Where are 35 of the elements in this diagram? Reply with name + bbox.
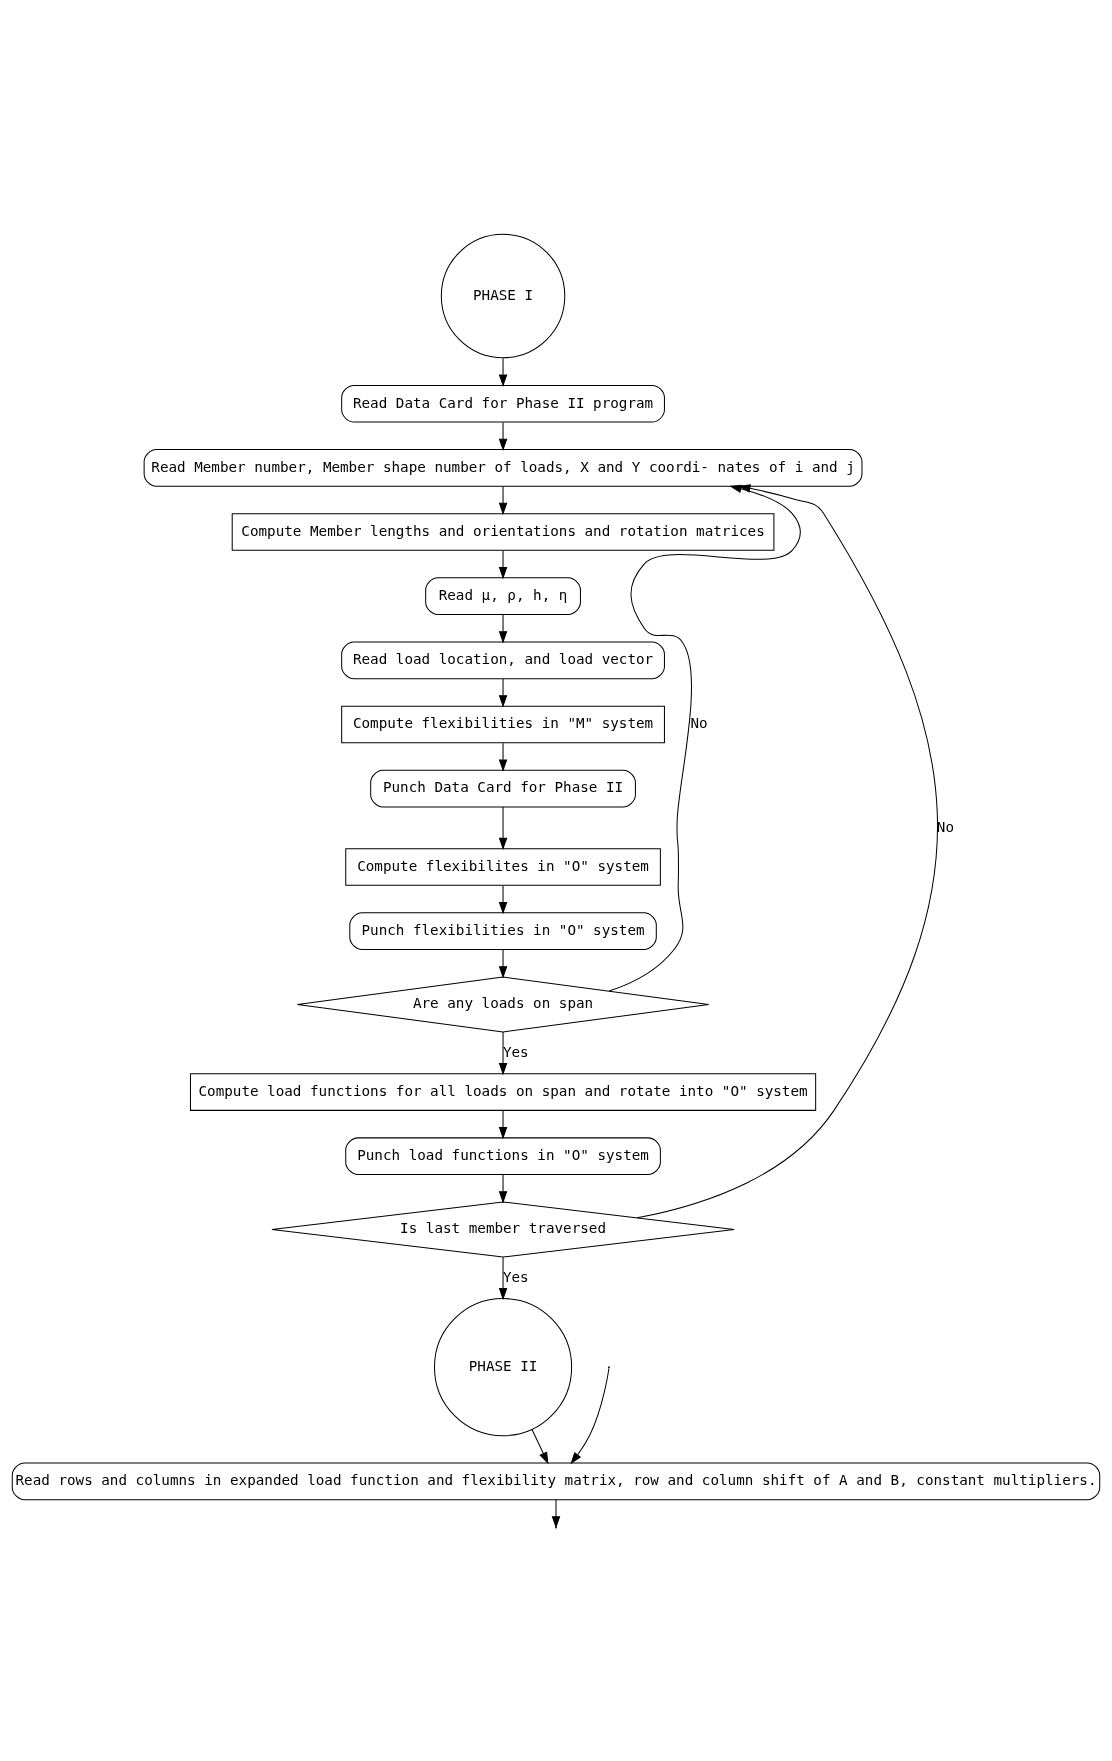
arrow: [498, 357, 508, 387]
node-box: Read μ, ρ, h, η: [425, 576, 581, 615]
node-box: Compute flexibilites in "O" system: [345, 847, 661, 886]
arrow: [498, 1031, 508, 1075]
arrow: [498, 805, 508, 850]
node-box: Compute flexibilities in "M" system: [341, 705, 665, 743]
node-box: Read Member number, Member shape number of loads, X and Y coordi- nates of i and j: [143, 448, 863, 487]
node-circle: PHASE II: [433, 1297, 573, 1436]
arrow: [498, 485, 508, 515]
node-box: Compute Member lengths and orientations and rotation matrices: [231, 512, 775, 551]
arrow: [608, 484, 801, 991]
arrow: [570, 1367, 610, 1464]
node-circle: PHASE I: [440, 233, 566, 358]
node-box: Punch Data Card for Phase II: [370, 769, 636, 807]
arrow: [498, 1109, 508, 1139]
arrow: [498, 884, 508, 914]
edge-label: No: [690, 714, 708, 731]
arrow: [498, 948, 508, 978]
node-box: Read load location, and load vector: [341, 641, 665, 679]
node-box: Read Data Card for Phase II program: [341, 384, 665, 423]
node-diamond: Is last member traversed: [271, 1201, 735, 1258]
arrow: [498, 1173, 508, 1203]
arrow: [498, 549, 508, 579]
arrow: [498, 742, 508, 772]
arrow: [498, 677, 508, 708]
arrow: [498, 613, 508, 643]
node-box: Read rows and columns in expanded load function and flexibility matrix, row and column shift of A and B, constant multipliers.: [11, 1462, 1101, 1500]
arrow: [636, 483, 938, 1218]
arrow: [498, 421, 508, 451]
node-box: Compute load functions for all loads on span and rotate into "O" system: [189, 1072, 817, 1111]
node-diamond: Are any loads on span: [296, 975, 710, 1032]
node-box: Punch flexibilities in "O" system: [349, 911, 657, 950]
arrow: [531, 1428, 549, 1464]
node-box: Punch load functions in "O" system: [345, 1136, 661, 1175]
arrow: [498, 1256, 508, 1300]
